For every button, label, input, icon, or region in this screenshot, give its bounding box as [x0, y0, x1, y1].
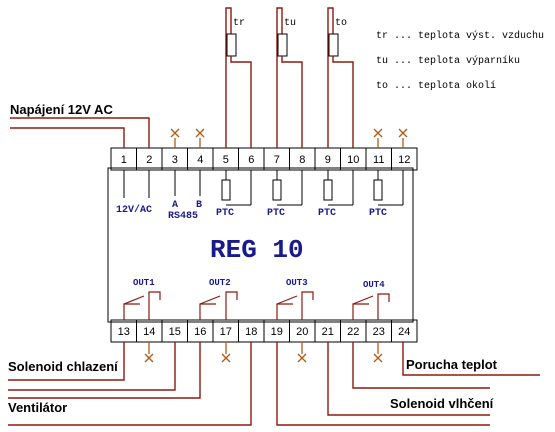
top-terminal-8: 8	[289, 147, 316, 171]
top-terminal-2: 2	[136, 147, 163, 171]
legend-item-tu: tu ... teplota výparníku	[376, 55, 520, 67]
bottom-terminal-13: 13	[110, 319, 137, 343]
sensor-tu-icon	[277, 33, 288, 57]
ptc-label-2: PTC	[267, 208, 285, 219]
internal-ptc-sensors	[221, 170, 404, 206]
top-terminal-5: 5	[212, 147, 239, 171]
top-terminal-7: 7	[263, 147, 290, 171]
bottom-terminal-number: 20	[296, 326, 308, 338]
bottom-terminal-16: 16	[187, 319, 214, 343]
bottom-terminal-24: 24	[391, 319, 418, 343]
bottom-terminal-number: 13	[118, 326, 130, 338]
top-terminal-number: 4	[197, 154, 203, 166]
rs485-label: RS485	[168, 211, 198, 222]
power-wiring	[10, 117, 150, 148]
bottom-terminal-number: 16	[194, 326, 206, 338]
bottom-terminal-number: 15	[169, 326, 181, 338]
top-terminal-6: 6	[238, 147, 265, 171]
bottom-terminal-15: 15	[161, 319, 188, 343]
sensor-to-label: to	[335, 18, 347, 29]
bottom-terminal-14: 14	[136, 319, 163, 343]
top-terminal-box	[391, 147, 418, 171]
bottom-terminal-17: 17	[212, 319, 239, 343]
solenoid-humid-label: Solenoid vlhčení	[390, 396, 494, 411]
out3-label: OUT3	[286, 278, 308, 288]
ptc-label-3: PTC	[318, 208, 336, 219]
relay-contacts	[123, 291, 390, 320]
top-terminal-1: 1	[110, 147, 137, 171]
bottom-terminal-18: 18	[238, 319, 265, 343]
top-terminal-number: 9	[325, 154, 331, 166]
unconnected-markers-top	[170, 128, 408, 148]
top-terminal-4: 4	[187, 147, 214, 171]
top-terminal-number: 1	[121, 154, 127, 166]
internal-stubs	[123, 170, 201, 198]
top-terminal-12: 12	[391, 147, 418, 171]
bottom-terminal-number: 18	[245, 326, 257, 338]
fan-label: Ventilátor	[8, 400, 67, 415]
bottom-terminal-number: 19	[271, 326, 283, 338]
legend-item-to: to ... teplota okolí	[376, 80, 496, 92]
sensor-tu-label: tu	[284, 18, 296, 29]
rs485-b-label: B	[196, 200, 202, 211]
bottom-terminal-number: 22	[347, 326, 359, 338]
top-terminal-11: 11	[365, 147, 392, 171]
bottom-terminal-number: 17	[220, 326, 232, 338]
bottom-terminal-number: 21	[322, 326, 334, 338]
bottom-terminal-number: 14	[143, 326, 155, 338]
legend: tr ... teplota výst. vzduchu tu ... tepl…	[376, 30, 544, 92]
bottom-terminal-23: 23	[365, 319, 392, 343]
top-terminal-number: 2	[146, 154, 152, 166]
top-terminal-9: 9	[314, 147, 341, 171]
unconnected-markers-bottom	[144, 342, 383, 363]
bottom-terminal-number: 23	[373, 326, 385, 338]
top-terminal-number: 3	[172, 154, 178, 166]
top-terminal-number: 11	[373, 154, 384, 166]
out4-label: OUT4	[363, 280, 385, 290]
bottom-terminal-strip: 13 14 15 16 17 18 19 20 21 22 23 24	[110, 319, 418, 343]
top-terminal-number: 12	[398, 154, 410, 166]
top-terminal-number: 10	[347, 154, 359, 166]
top-terminal-number: 6	[248, 154, 254, 166]
ptc-label-1: PTC	[216, 208, 234, 219]
bottom-terminal-22: 22	[340, 319, 367, 343]
top-terminal-3: 3	[161, 147, 188, 171]
bottom-terminal-21: 21	[314, 319, 341, 343]
rs485-a-label: A	[172, 200, 178, 211]
bottom-terminal-number: 24	[398, 326, 410, 338]
sensor-wiring	[225, 7, 354, 148]
top-terminal-number: 8	[299, 154, 305, 166]
sensor-to-icon	[328, 33, 339, 57]
ptc-label-4: PTC	[369, 208, 387, 219]
bottom-terminal-19: 19	[263, 319, 290, 343]
legend-item-tr: tr ... teplota výst. vzduchu	[376, 30, 544, 42]
out1-label: OUT1	[133, 278, 155, 288]
sensor-tr-label: tr	[233, 18, 245, 29]
top-terminal-number: 5	[223, 154, 229, 166]
power-supply-label: Napájení 12V AC	[10, 102, 113, 117]
fault-label: Porucha teplot	[406, 357, 498, 372]
device-title: REG 10	[210, 235, 304, 265]
controller-body	[107, 167, 414, 323]
power-label: 12V/AC	[116, 204, 152, 216]
top-terminal-10: 10	[340, 147, 367, 171]
bottom-terminal-box	[391, 319, 418, 343]
bottom-terminal-20: 20	[289, 319, 316, 343]
out2-label: OUT2	[209, 278, 231, 288]
output-wiring	[8, 342, 540, 426]
solenoid-cooling-label: Solenoid chlazení	[8, 359, 118, 374]
top-terminal-number: 7	[274, 154, 280, 166]
sensor-tr-icon	[226, 33, 237, 57]
